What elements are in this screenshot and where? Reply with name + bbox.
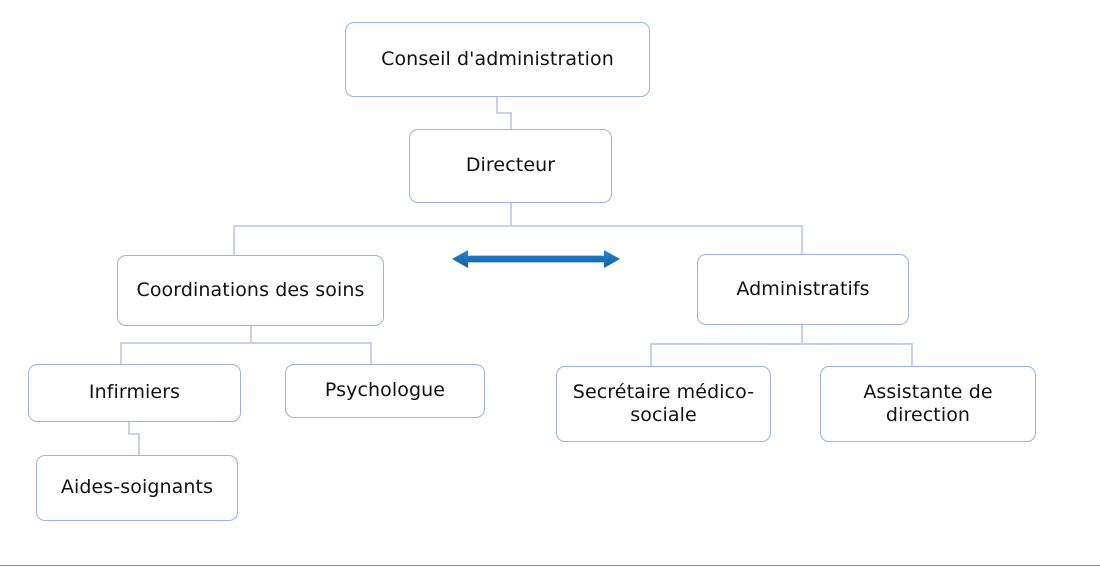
connector-secretaire-up [650,343,652,367]
node-administratifs[interactable]: Administratifs [697,254,909,325]
connector-level3-bus [233,225,802,227]
liaison-double-arrow [450,246,622,272]
node-label: Secrétaire médico- sociale [572,380,755,426]
node-label: Administratifs [736,277,870,300]
connector-administratifs-down [801,325,803,344]
connector-aides-up [138,433,140,456]
node-conseil-administration[interactable]: Conseil d'administration [345,22,650,97]
bottom-divider [0,565,1100,567]
node-directeur[interactable]: Directeur [409,129,612,203]
connector-coordinations-up [233,225,235,256]
connector-infirmiers-up [120,342,122,365]
node-aides-soignants[interactable]: Aides-soignants [36,455,238,521]
connector-conseil-down [496,97,498,113]
connector-admin-bus [650,343,912,345]
node-label: Aides-soignants [60,476,214,499]
node-label: Coordinations des soins [136,278,365,301]
connector-soins-bus [120,342,371,344]
connector-conseil-elbow-h [496,112,511,114]
node-label: Infirmiers [88,381,181,404]
node-infirmiers[interactable]: Infirmiers [28,364,241,422]
connector-aides-elbow-h [128,433,139,435]
node-label: Psychologue [324,379,446,402]
connector-infirmiers-down [128,422,130,434]
node-assistante-de-direction[interactable]: Assistante de direction [820,366,1036,442]
node-secretaire-medico-sociale[interactable]: Secrétaire médico- sociale [556,366,771,442]
connector-administratifs-up [801,225,803,255]
connector-coordinations-down [250,326,252,343]
connector-directeur-down [510,203,512,226]
connector-psychologue-up [370,342,372,365]
node-label: Directeur [465,154,556,177]
node-coordinations-des-soins[interactable]: Coordinations des soins [117,255,384,326]
connector-assistante-up [911,343,913,367]
node-label: Conseil d'administration [381,47,614,70]
node-psychologue[interactable]: Psychologue [285,364,485,418]
connector-directeur-up [510,112,512,130]
node-label: Assistante de direction [863,380,993,426]
